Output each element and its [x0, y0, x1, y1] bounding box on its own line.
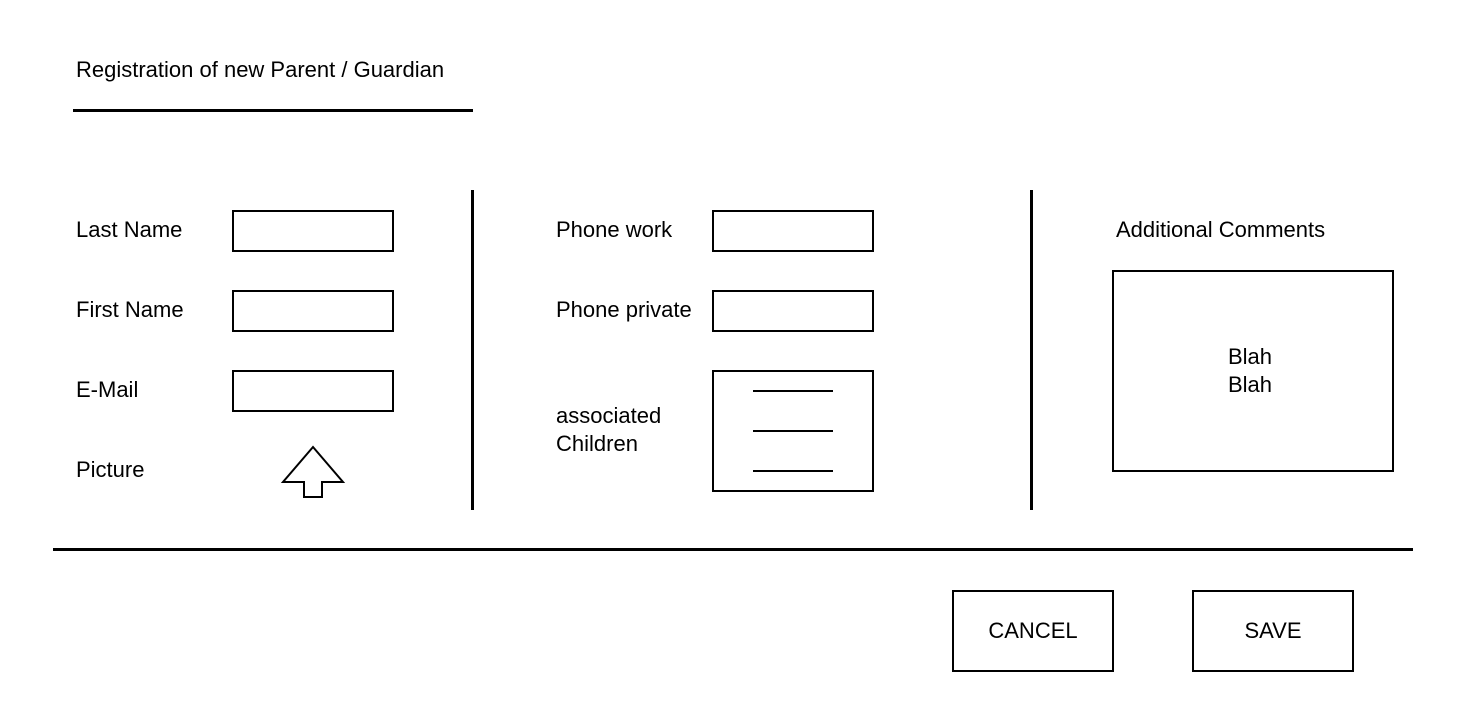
associated-children-label: associated Children [556, 403, 662, 456]
picture-label: Picture [76, 457, 145, 482]
picture-upload-button[interactable] [280, 445, 346, 499]
footer-divider [53, 548, 1413, 551]
email-field[interactable] [232, 370, 394, 412]
page-title: Registration of new Parent / Guardian [76, 57, 445, 82]
phone-work-label: Phone work [556, 217, 673, 242]
save-button[interactable]: SAVE [1192, 590, 1354, 672]
first-name-label: First Name [76, 297, 184, 322]
phone-work-field[interactable] [712, 210, 874, 252]
first-name-field[interactable] [232, 290, 394, 332]
email-label: E-Mail [76, 377, 139, 402]
additional-comments-label: Additional Comments [1116, 217, 1326, 242]
last-name-field[interactable] [232, 210, 394, 252]
list-item[interactable] [753, 430, 833, 432]
additional-comments-textarea[interactable]: Blah Blah [1112, 270, 1394, 472]
column-divider-left [471, 190, 474, 510]
phone-private-label: Phone private [556, 297, 692, 322]
associated-children-list[interactable] [712, 370, 874, 492]
list-item[interactable] [753, 470, 833, 472]
phone-private-field[interactable] [712, 290, 874, 332]
title-underline [73, 109, 473, 112]
column-divider-right [1030, 190, 1033, 510]
cancel-button[interactable]: CANCEL [952, 590, 1114, 672]
additional-comments-text: Blah Blah [1228, 344, 1273, 397]
upload-arrow-icon [280, 445, 346, 498]
last-name-label: Last Name [76, 217, 183, 242]
list-item[interactable] [753, 390, 833, 392]
